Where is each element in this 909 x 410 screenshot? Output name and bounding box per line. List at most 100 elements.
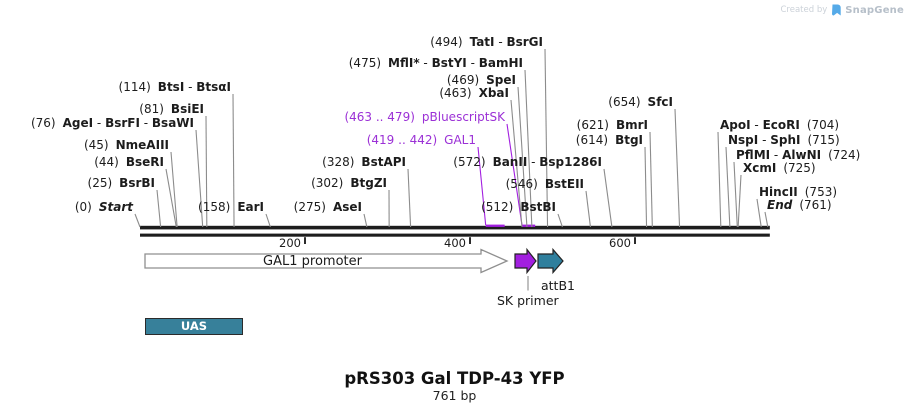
site-label-xbai[interactable]: (463) XbaI bbox=[439, 87, 509, 100]
leader-line bbox=[585, 190, 591, 228]
site-position: (469) bbox=[446, 73, 480, 87]
site-name: NspI bbox=[728, 133, 759, 147]
leader-line bbox=[524, 69, 533, 228]
site-position: (158) bbox=[198, 200, 231, 214]
separator: - bbox=[466, 56, 479, 70]
site-position: (275) bbox=[293, 200, 326, 214]
site-label-pbluescriptsk[interactable]: (463 .. 479)pBluescriptSK bbox=[344, 111, 505, 124]
leader-line bbox=[156, 189, 162, 228]
site-label-btsi[interactable]: (114)BtsI - BtsαI bbox=[119, 81, 231, 94]
site-name: XbaI bbox=[478, 86, 509, 100]
site-position: (25) bbox=[87, 176, 113, 190]
snapgene-watermark: Created by SnapGene bbox=[780, 4, 904, 16]
site-label-hincii[interactable]: HincII(753) bbox=[759, 186, 837, 199]
site-label-bseri[interactable]: (44) BseRI bbox=[94, 156, 164, 169]
gal1-promoter-arrow[interactable] bbox=[144, 248, 509, 274]
site-label-xcmi[interactable]: XcmI(725) bbox=[743, 162, 816, 175]
site-name: AseI bbox=[332, 200, 362, 214]
site-name: Start bbox=[98, 200, 133, 214]
site-position: (463 .. 479) bbox=[344, 110, 415, 124]
site-label-asei[interactable]: (275) AseI bbox=[294, 201, 362, 214]
site-position: (704) bbox=[806, 118, 840, 132]
site-name: NmeAIII bbox=[115, 138, 169, 152]
site-position: (76) bbox=[30, 116, 56, 130]
site-position: (753) bbox=[804, 185, 838, 199]
site-name: BsiEI bbox=[170, 102, 204, 116]
site-label-apoi[interactable]: ApoI - EcoRI(704) bbox=[720, 119, 839, 132]
leader-line bbox=[717, 131, 722, 228]
site-label-bmri[interactable]: (621)BmrI bbox=[577, 119, 648, 132]
site-label-start[interactable]: (0)Start bbox=[75, 201, 133, 214]
site-name: PflMI bbox=[736, 148, 771, 162]
site-label-btgzi[interactable]: (302)BtgZI bbox=[311, 177, 387, 190]
site-position: (725) bbox=[783, 161, 816, 175]
site-label-banii[interactable]: (572)BanII - Bsp1286I bbox=[453, 156, 602, 169]
site-label-bstbi[interactable]: (512)BstBI bbox=[481, 201, 556, 214]
site-name: SphI bbox=[770, 133, 801, 147]
site-label-btgi[interactable]: (614) BtgI bbox=[576, 134, 643, 147]
site-name: AlwNI bbox=[782, 148, 822, 162]
site-label-sfci[interactable]: (654) SfcI bbox=[608, 96, 673, 109]
site-label-bsteii[interactable]: (546) BstEII bbox=[506, 178, 584, 191]
site-name: BsrGI bbox=[506, 35, 543, 49]
leader-line bbox=[737, 174, 742, 228]
sk-primer-arrow[interactable] bbox=[514, 247, 537, 275]
site-position: (463) bbox=[439, 86, 472, 100]
site-position: (302) bbox=[311, 176, 344, 190]
site-name: SfcI bbox=[647, 95, 673, 109]
leader-line bbox=[134, 213, 141, 228]
site-name: EcoRI bbox=[762, 118, 800, 132]
axis-tick-label: 400 bbox=[444, 236, 466, 250]
sequence-line-bottom bbox=[140, 233, 770, 237]
site-label-gal1[interactable]: (419 .. 442) GAL1 bbox=[367, 134, 476, 147]
site-label-nspi[interactable]: NspI - SphI(715) bbox=[728, 134, 840, 147]
leader-line bbox=[205, 115, 208, 228]
leader-line bbox=[165, 168, 177, 228]
leader-line bbox=[644, 146, 648, 228]
site-name: BstEII bbox=[544, 177, 584, 191]
leader-line bbox=[544, 48, 549, 228]
site-name: GAL1 bbox=[444, 133, 476, 147]
site-position: (419 .. 442) bbox=[366, 133, 438, 147]
leader-line bbox=[557, 213, 563, 228]
site-position: (724) bbox=[828, 148, 861, 162]
leader-line bbox=[603, 168, 613, 228]
site-name: BseRI bbox=[125, 155, 164, 169]
site-label-end[interactable]: End (761) bbox=[767, 199, 832, 212]
sequence-line-top bbox=[140, 225, 770, 230]
site-label-spei[interactable]: (469)SpeI bbox=[447, 74, 516, 87]
site-position: (572) bbox=[453, 155, 486, 169]
leader-line bbox=[170, 151, 178, 228]
attb1-arrow[interactable] bbox=[537, 247, 564, 275]
site-position: (761) bbox=[799, 198, 832, 212]
site-position: (44) bbox=[94, 155, 119, 169]
site-position: (654) bbox=[608, 95, 641, 109]
site-label-tati[interactable]: (494)TatI - BsrGI bbox=[430, 36, 543, 49]
separator: - bbox=[527, 155, 540, 169]
site-name: BsrBI bbox=[119, 176, 155, 190]
separator: - bbox=[758, 133, 771, 147]
site-label-nmeaiii[interactable]: (45)NmeAIII bbox=[84, 139, 169, 152]
site-position: (114) bbox=[118, 80, 151, 94]
site-name: BanII bbox=[492, 155, 528, 169]
site-label-bstapi[interactable]: (328)BstAPI bbox=[322, 156, 406, 169]
site-label-mfli[interactable]: (475)MflI* - BstYI - BamHI bbox=[349, 57, 523, 70]
leader-line bbox=[477, 146, 487, 226]
site-position: (546) bbox=[505, 177, 538, 191]
site-name: End bbox=[767, 198, 793, 212]
site-label-agei[interactable]: (76)AgeI - BsrFI - BsaWI bbox=[31, 117, 194, 130]
separator: - bbox=[93, 116, 106, 130]
plasmid-length: 761 bp bbox=[432, 388, 477, 403]
leader-line bbox=[725, 146, 731, 228]
site-name: BstAPI bbox=[361, 155, 406, 169]
site-name: MflI* bbox=[388, 56, 420, 70]
site-name: BtgI bbox=[615, 133, 643, 147]
site-name: BtsαI bbox=[196, 80, 231, 94]
site-position: (614) bbox=[575, 133, 609, 147]
site-label-eari[interactable]: (158)EarI bbox=[198, 201, 264, 214]
site-label-bsrbi[interactable]: (25) BsrBI bbox=[88, 177, 155, 190]
separator: - bbox=[184, 80, 197, 94]
site-label-bsiei[interactable]: (81)BsiEI bbox=[139, 103, 204, 116]
site-label-pflmi[interactable]: PflMI - AlwNI(724) bbox=[736, 149, 860, 162]
